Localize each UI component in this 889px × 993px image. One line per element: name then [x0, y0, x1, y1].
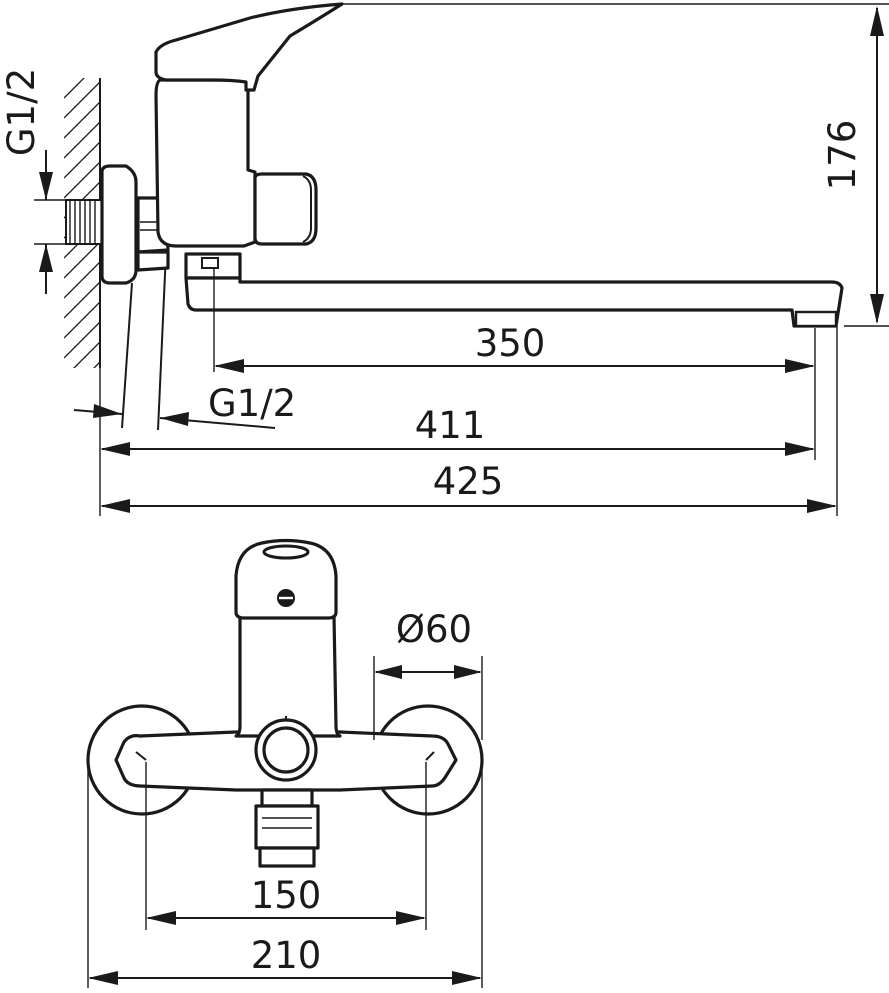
eccentric-tube — [121, 251, 167, 431]
front-outlet — [254, 788, 320, 868]
overall-dimension: 425 — [99, 326, 838, 516]
width-dim-label: 210 — [251, 934, 322, 977]
diverter-knob — [253, 172, 318, 246]
front-body-column — [234, 614, 342, 738]
front-diverter — [254, 716, 318, 782]
height-dim-label: 176 — [821, 120, 864, 191]
wall-flange — [100, 164, 138, 285]
side-view: 176 G1/2 G1/2 350 — [0, 2, 889, 516]
overall-dim-label: 425 — [433, 460, 504, 503]
thread-pipe — [65, 199, 103, 245]
connector-dim-label: Ø60 — [396, 608, 472, 651]
front-view: Ø60 150 210 — [86, 538, 484, 988]
eccentric-thread-callout: G1/2 — [73, 382, 296, 429]
spacing-dim-label: 150 — [251, 874, 322, 917]
wall-thread-label: G1/2 — [0, 68, 43, 156]
mid-dim-label: 411 — [415, 404, 486, 447]
front-lever-cap — [234, 538, 338, 620]
height-dimension: 176 — [340, 3, 889, 327]
lever-handle — [154, 2, 344, 92]
spout-dim-label: 350 — [475, 322, 546, 365]
aerator — [794, 310, 838, 328]
eccentric-thread-label: G1/2 — [208, 382, 296, 425]
wall-thread-callout: G1/2 — [0, 68, 66, 294]
spout-dimension: 350 — [213, 268, 816, 460]
spacing-dimension: 150 — [145, 762, 427, 930]
connector-dimension: Ø60 — [373, 608, 483, 740]
mixer-body — [154, 78, 257, 248]
spout — [184, 276, 844, 328]
width-dimension: 210 — [87, 762, 483, 988]
mid-dimension: 411 — [100, 404, 815, 456]
